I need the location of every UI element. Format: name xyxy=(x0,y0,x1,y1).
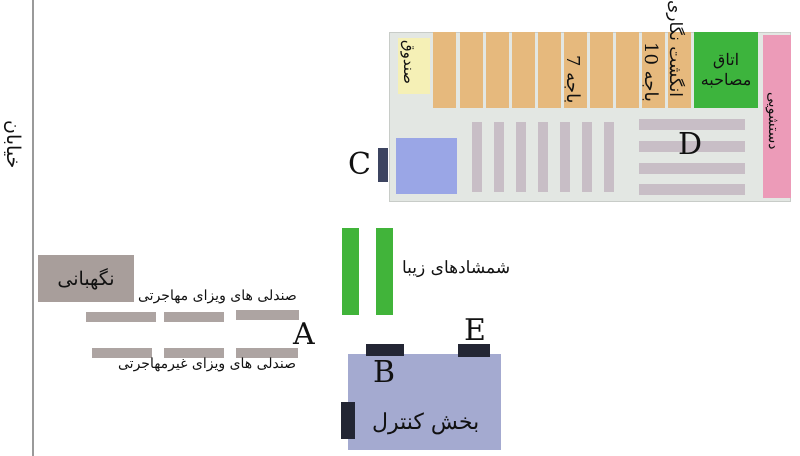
bench xyxy=(639,163,745,174)
bench xyxy=(472,122,482,192)
cashier-area xyxy=(398,38,430,94)
street-line xyxy=(32,0,34,456)
point-b-label: B xyxy=(373,355,396,390)
seat-row xyxy=(236,310,299,320)
counter-window xyxy=(564,32,587,108)
bench xyxy=(560,122,570,192)
seat-row xyxy=(86,312,156,322)
restroom-label: دستشویی xyxy=(765,92,781,150)
hedge xyxy=(376,228,393,315)
control-section-label: بخش کنترل xyxy=(372,410,480,435)
waiting-area-block xyxy=(396,138,457,194)
counter-window xyxy=(590,32,613,108)
door-b xyxy=(366,344,404,356)
bench xyxy=(516,122,526,192)
counter-window xyxy=(433,32,456,108)
point-a-label: A xyxy=(293,317,315,352)
guard-booth xyxy=(38,255,134,302)
bench xyxy=(582,122,592,192)
bench xyxy=(604,122,614,192)
counter-window xyxy=(512,32,535,108)
restroom xyxy=(763,35,791,198)
bench xyxy=(639,184,745,195)
seat-row xyxy=(92,348,152,358)
counter-window xyxy=(460,32,483,108)
seat-row xyxy=(164,312,224,322)
counter-window xyxy=(642,32,665,108)
counter-window xyxy=(538,32,561,108)
counter-7-label: باجه 7 xyxy=(562,55,583,104)
street-label: خیابان xyxy=(2,120,24,169)
seat-row xyxy=(236,348,298,358)
bench xyxy=(494,122,504,192)
seat-row xyxy=(164,348,224,358)
point-e-label: E xyxy=(464,313,486,348)
fingerprint-label: انگشت نگاری xyxy=(665,0,685,97)
interview-room xyxy=(694,32,758,108)
bench xyxy=(639,141,745,152)
counter-10-label: باجه 10 xyxy=(640,42,661,102)
control-section xyxy=(348,354,501,450)
bench xyxy=(639,119,745,130)
counter-window xyxy=(668,32,691,108)
hedges-label: شمشادهای زیبا xyxy=(402,258,511,278)
hedge xyxy=(342,228,359,315)
counter-window xyxy=(616,32,639,108)
side-door xyxy=(341,402,355,439)
bench xyxy=(538,122,548,192)
guard-label: نگهبانی xyxy=(57,268,115,290)
migrant-seats-label: صندلی های ویزای مهاجرتی xyxy=(138,288,297,304)
counter-window xyxy=(486,32,509,108)
door-c xyxy=(378,148,388,182)
door-e xyxy=(458,344,490,357)
point-d-label: D xyxy=(678,127,703,162)
non-migrant-seats-label: صندلی های ویزای غیرمهاجرتی xyxy=(118,356,297,372)
interview-room-label: اتاق مصاحبه xyxy=(700,50,752,89)
point-c-label: C xyxy=(348,147,371,182)
cashier-label: صندوق xyxy=(400,40,418,85)
